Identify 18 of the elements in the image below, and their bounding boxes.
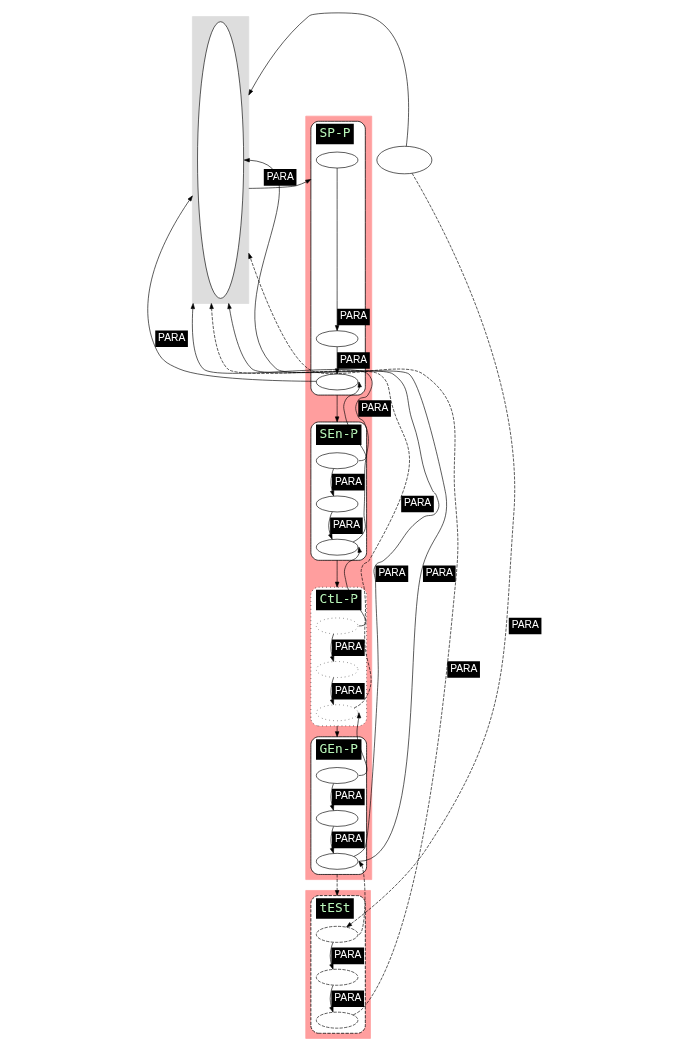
- edge-label: PARA: [378, 567, 406, 579]
- edge-label: PARA: [334, 949, 362, 961]
- edge-label: PARA: [334, 475, 363, 487]
- edge-label: PARA: [334, 641, 363, 653]
- edge-label: PARA: [340, 310, 368, 322]
- edge-label: PARA: [334, 790, 363, 802]
- edge-label: PARA: [450, 662, 478, 674]
- edge-label: PARA: [425, 567, 453, 579]
- edge-label: PARA: [266, 170, 294, 182]
- edge-label: PARA: [332, 519, 361, 531]
- edge-label: PARA: [361, 401, 389, 413]
- edge-label: PARA: [158, 332, 186, 344]
- edge-label: PARA: [334, 833, 363, 845]
- edge-label: PARA: [334, 992, 362, 1004]
- edge-label: PARA: [340, 353, 368, 365]
- edge-label: PARA: [511, 619, 539, 631]
- edge-label: PARA: [334, 684, 363, 696]
- edge-label: PARA: [404, 497, 432, 509]
